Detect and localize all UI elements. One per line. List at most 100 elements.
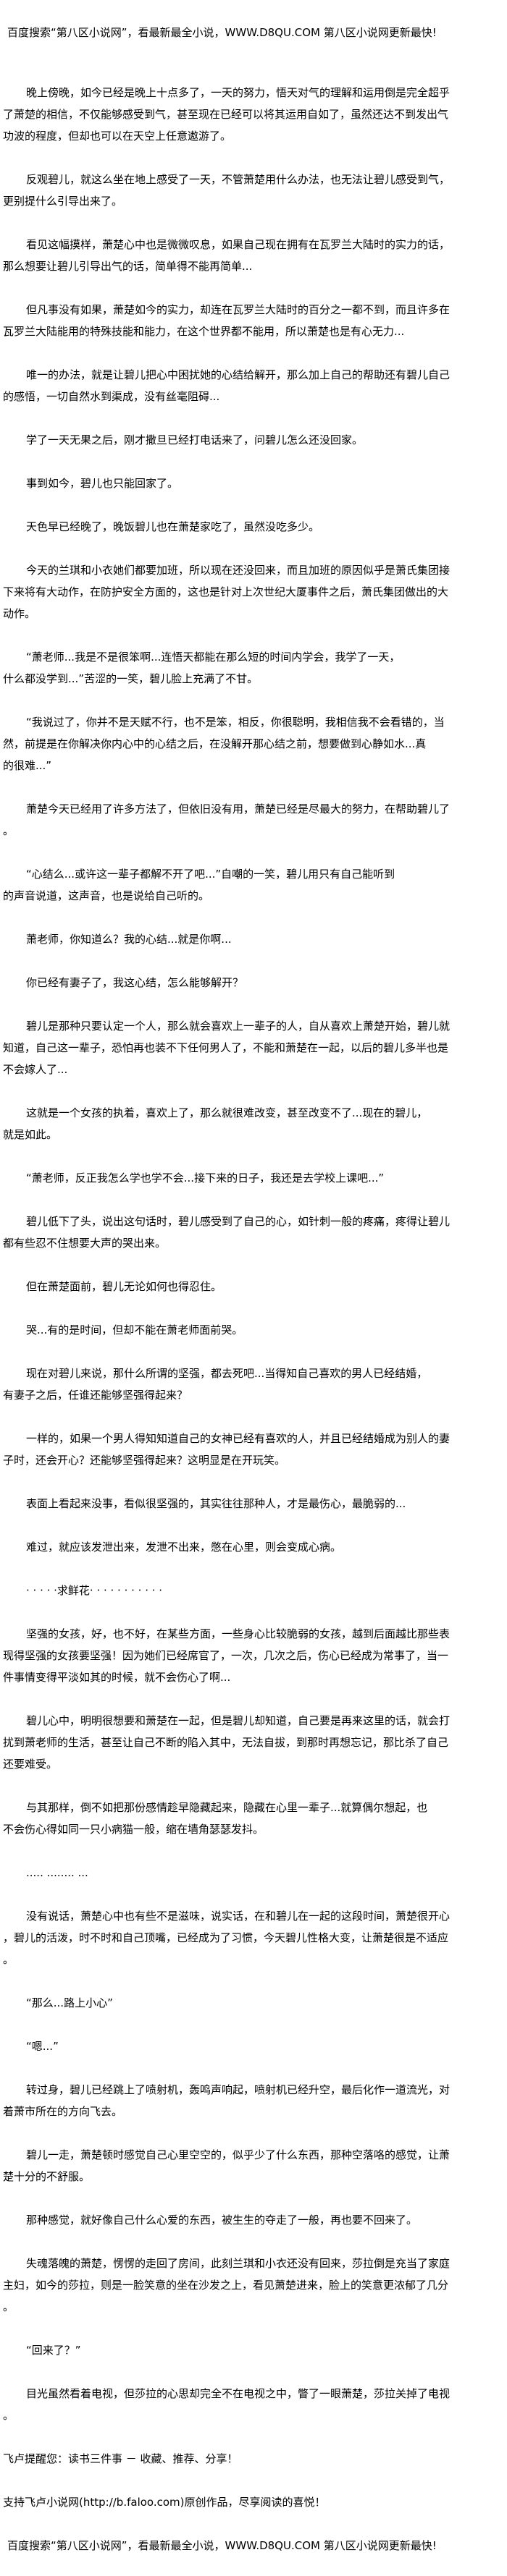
- text-line: 件事情变得平淡如其的时候，就不会伤心了啊...: [3, 1671, 231, 1684]
- text-line: 碧儿低下了头，说出这句话时，碧儿感受到了自己的心，如针刺一般的疼痛，疼得让碧儿: [26, 1215, 451, 1228]
- text-line: 坚强的女孩，好，也不好，在某些方面，一些身心比较脆弱的女孩，越到后面越比那些表: [26, 1627, 451, 1640]
- text-line: 哭...有的是时间，但却不能在萧老师面前哭。: [26, 1323, 243, 1336]
- text-line: ..... ........ ...: [26, 1866, 88, 1879]
- text-line: 唯一的办法，就是让碧儿把心中困扰她的心结给解开，那么加上自己的帮助还有碧儿自己: [26, 368, 451, 381]
- text-line: 萧楚今天已经用了许多方法了，但依旧没有用，萧楚已经是尽最大的努力，在帮助碧儿了: [26, 802, 451, 815]
- paragraph: 与其那样，倒不如把那份感情趁早隐藏起来，隐藏在心里一辈子...就算偶尔想起，也不…: [3, 1797, 506, 1840]
- paragraph: 转过身，碧儿已经跳上了喷射机，轰鸣声响起，喷射机已经升空，最后化作一道流光，对着…: [3, 2079, 506, 2122]
- paragraph: “心结么...或许这一辈子都解不开了吧...”自嘲的一笑，碧儿用只有自己能听到的…: [3, 863, 506, 907]
- text-line: 碧儿心中，明明很想要和萧楚在一起，但是碧儿却知道，自己要是再来这里的话，就会打: [26, 1714, 451, 1727]
- text-line: 反观碧儿，就这么坐在地上感受了一天，不管萧楚用什么办法，也无法让碧儿感受到气，: [26, 173, 451, 186]
- text-line: 但凡事没有如果，萧楚如今的实力，却连在瓦罗兰大陆时的百分之一都不到，而且许多在: [26, 303, 451, 316]
- text-line: 那种感觉，就好像自己什么心爱的东西，被生生的夺走了一般，再也要不回来了。: [26, 2213, 418, 2227]
- text-line: 事到如今，碧儿也只能回家了。: [26, 477, 179, 490]
- text-line: 表面上看起来没事，看似很坚强的，其实往往那种人，才是最伤心，最脆弱的...: [26, 1497, 406, 1510]
- paragraph: 萧楚今天已经用了许多方法了，但依旧没有用，萧楚已经是尽最大的努力，在帮助碧儿了。: [3, 798, 506, 842]
- text-line: 子时，还会开心？还能够坚强得起来？这明显是在开玩笑。: [3, 1454, 286, 1467]
- paragraph: 坚强的女孩，好，也不好，在某些方面，一些身心比较脆弱的女孩，越到后面越比那些表现…: [3, 1623, 506, 1688]
- paragraph: · · · · ·求鲜花· · · · · · · · · · ·: [3, 1580, 506, 1601]
- paragraph: 反观碧儿，就这么坐在地上感受了一天，不管萧楚用什么办法，也无法让碧儿感受到气， 更…: [3, 169, 506, 212]
- text-line: 瓦罗兰大陆能用的特殊技能和能力，在这个世界都不能用，所以萧楚也是有心无力...: [3, 325, 405, 338]
- paragraph: 没有说话，萧楚心中也有些不是滋味，说实话，在和碧儿在一起的这段时间，萧楚很开心 ，…: [3, 1905, 506, 1970]
- text-line: 什么都没学到...”苦涩的一笑，碧儿脸上充满了不甘。: [3, 672, 259, 685]
- text-line: 萧老师，你知道么？我的心结...就是你啊...: [26, 933, 232, 946]
- paragraph: 失魂落魄的萧楚，愣愣的走回了房间，此刻兰琪和小衣还没有回来，莎拉倒是充当了家庭主…: [3, 2253, 506, 2318]
- paragraph: “嗯...”: [3, 2035, 506, 2057]
- text-line: 碧儿是那种只要认定一个人，那么就会喜欢上一辈子的人，自从喜欢上萧楚开始，碧儿就: [26, 1020, 451, 1033]
- paragraph: 但凡事没有如果，萧楚如今的实力，却连在瓦罗兰大陆时的百分之一都不到，而且许多在瓦…: [3, 299, 506, 342]
- paragraph: 天色早已经晚了，晚饭碧儿也在萧楚家吃了，虽然没吃多少。: [3, 516, 506, 538]
- text-line: 看见这幅摸样，萧楚心中也是微微叹息，如果自己现在拥有在瓦罗兰大陆时的实力的话，: [26, 238, 451, 251]
- text-line: 与其那样，倒不如把那份感情趁早隐藏起来，隐藏在心里一辈子...就算偶尔想起，也: [26, 1801, 428, 1814]
- text-line: 功波的程度，但却也可以在天空上任意遨游了。: [3, 130, 232, 143]
- text-line: 不会伤心得如同一只小病猫一般，缩在墙角瑟瑟发抖。: [3, 1823, 264, 1836]
- text-line: 现得坚强的女孩要坚强！因为她们已经席官了，一次，几次之后，伤心已经成为常事了，当…: [3, 1649, 449, 1662]
- text-line: 。: [3, 824, 14, 837]
- chapter-content: 晚上傍晚，如今已经是晚上十点多了，一天的努力，悟天对气的理解和运用倒是完全超乎了…: [3, 82, 506, 2535]
- text-line: 然，前提是在你解决你内心中的心结之后，在没解开那心结之前，想要做到心静如水...…: [3, 737, 427, 750]
- text-line: 的感悟，一切自然水到渠成，没有丝毫阻碍...: [3, 390, 220, 403]
- text-line: 支持飞卢小说网(http://b.faloo.com)原创作品，尽享阅读的喜悦！: [3, 2496, 326, 2509]
- text-line: ，碧儿的活泼，时不时和自己顶嘴，已经成为了习惯，今天碧儿性格大变，让萧楚很是不适…: [3, 1931, 449, 1944]
- text-line: 没有说话，萧楚心中也有些不是滋味，说实话，在和碧儿在一起的这段时间，萧楚很开心: [26, 1910, 451, 1923]
- paragraph: 碧儿一走，萧楚顿时感觉自己心里空空的，似乎少了什么东西，那种空落咯的感觉，让萧楚…: [3, 2144, 506, 2187]
- text-line: “萧老师，反正我怎么学也学不会...接下来的日子，我还是去学校上课吧...”: [26, 1172, 385, 1185]
- text-line: “我说过了，你并不是天赋不行，也不是笨，相反，你很聪明，我相信我不会看错的，当: [26, 716, 445, 729]
- paragraph: ..... ........ ...: [3, 1862, 506, 1884]
- text-line: 这就是一个女孩的执着，喜欢上了，那么就很难改变，甚至改变不了...现在的碧儿，: [26, 1106, 428, 1119]
- paragraph: “回来了？”: [3, 2339, 506, 2361]
- paragraph: 看见这幅摸样，萧楚心中也是微微叹息，如果自己现在拥有在瓦罗兰大陆时的实力的话， 那…: [3, 234, 506, 277]
- text-line: 动作。: [3, 607, 36, 620]
- text-line: 不会嫁人了...: [3, 1063, 68, 1076]
- paragraph: 唯一的办法，就是让碧儿把心中困扰她的心结给解开，那么加上自己的帮助还有碧儿自己的…: [3, 364, 506, 407]
- text-line: 那么想要让碧儿引导出气的话，简单得不能再简单...: [3, 260, 253, 273]
- paragraph: 碧儿心中，明明很想要和萧楚在一起，但是碧儿却知道，自己要是再来这里的话，就会打扰…: [3, 1710, 506, 1775]
- paragraph: 飞卢提醒您：读书三件事 － 收藏、推荐、分享！: [3, 2448, 506, 2470]
- text-line: 转过身，碧儿已经跳上了喷射机，轰鸣声响起，喷射机已经升空，最后化作一道流光，对: [26, 2083, 451, 2096]
- text-line: 但在萧楚面前，碧儿无论如何也得忍住。: [26, 1280, 222, 1293]
- text-line: 失魂落魄的萧楚，愣愣的走回了房间，此刻兰琪和小衣还没有回来，莎拉倒是充当了家庭: [26, 2257, 451, 2270]
- paragraph: 支持飞卢小说网(http://b.faloo.com)原创作品，尽享阅读的喜悦！: [3, 2491, 506, 2513]
- paragraph: 萧老师，你知道么？我的心结...就是你啊...: [3, 928, 506, 950]
- paragraph: 表面上看起来没事，看似很坚强的，其实往往那种人，才是最伤心，最脆弱的...: [3, 1493, 506, 1514]
- text-line: 。: [3, 1953, 14, 1966]
- paragraph: 今天的兰琪和小衣她们都要加班，所以现在还没回来，而且加班的原因似乎是萧氏集团接下…: [3, 559, 506, 624]
- paragraph: 哭...有的是时间，但却不能在萧老师面前哭。: [3, 1319, 506, 1341]
- text-line: “心结么...或许这一辈子都解不开了吧...”自嘲的一笑，碧儿用只有自己能听到: [26, 868, 395, 881]
- paragraph: “萧老师，反正我怎么学也学不会...接下来的日子，我还是去学校上课吧...”: [3, 1167, 506, 1189]
- paragraph: 难过，就应该发泄出来，发泄不出来，憋在心里，则会变成心病。: [3, 1536, 506, 1558]
- text-line: 有妻子之后，任谁还能够坚强得起来？: [3, 1389, 188, 1402]
- text-line: 的声音说道，这声音，也是说给自己听的。: [3, 889, 210, 902]
- text-line: 今天的兰琪和小衣她们都要加班，所以现在还没回来，而且加班的原因似乎是萧氏集团接: [26, 564, 451, 577]
- paragraph: 一样的，如果一个男人得知知道自己的女神已经有喜欢的人，并且已经结婚成为别人的妻子…: [3, 1428, 506, 1471]
- text-line: “萧老师...我是不是很笨啊...连悟天都能在那么短的时间内学会，我学了一天，: [26, 651, 401, 664]
- paragraph: 晚上傍晚，如今已经是晚上十点多了，一天的努力，悟天对气的理解和运用倒是完全超乎了…: [3, 82, 506, 147]
- paragraph: 事到如今，碧儿也只能回家了。: [3, 473, 506, 494]
- site-banner-top: 百度搜索“第八区小说网”，看最新最全小说，WWW.D8QU.COM 第八区小说网…: [7, 26, 437, 39]
- text-line: “回来了？”: [26, 2344, 81, 2357]
- paragraph: 目光虽然看着电视，但莎拉的心思却完全不在电视之中，瞥了一眼萧楚，莎拉关掉了电视。: [3, 2383, 506, 2426]
- text-line: 楚十分的不舒服。: [3, 2170, 91, 2183]
- text-line: 着萧市所在的方向飞去。: [3, 2105, 123, 2118]
- text-line: “嗯...”: [26, 2040, 59, 2053]
- text-line: 目光虽然看着电视，但莎拉的心思却完全不在电视之中，瞥了一眼萧楚，莎拉关掉了电视: [26, 2387, 451, 2400]
- text-line: 都有些忍不住想要大声的哭出来。: [3, 1237, 167, 1250]
- text-line: 你已经有妻子了，我这心结，怎么能够解开？: [26, 976, 244, 989]
- text-line: 飞卢提醒您：读书三件事 － 收藏、推荐、分享！: [3, 2452, 238, 2465]
- text-line: 了萧楚的相信，不仅能够感受到气，甚至现在已经可以将其运用自如了，虽然还达不到发出…: [3, 108, 449, 121]
- text-line: 下来将有大动作，在防护安全方面的，这也是针对上次世纪大厦事件之后，萧氏集团做出的…: [3, 585, 449, 598]
- paragraph: 这就是一个女孩的执着，喜欢上了，那么就很难改变，甚至改变不了...现在的碧儿，就…: [3, 1102, 506, 1145]
- text-line: 现在对碧儿来说，那什么所谓的坚强，都去死吧...当得知自己喜欢的男人已经结婚，: [26, 1367, 428, 1380]
- text-line: 还要难受。: [3, 1758, 58, 1771]
- text-line: “那么...路上小心”: [26, 1996, 113, 2009]
- text-line: 知道，自己这一辈子，恐怕再也装不下任何男人了，不能和萧楚在一起，以后的碧儿多半也…: [3, 1041, 449, 1054]
- text-line: 扰到萧老师的生活，甚至让自己不断的陷入其中，无法自拔，到那时再想忘记，那比杀了自…: [3, 1736, 449, 1749]
- text-line: 学了一天无果之后，刚才撒旦已经打电话来了，问碧儿怎么还没回家。: [26, 433, 364, 446]
- text-line: 的很难...”: [3, 759, 52, 772]
- paragraph: “我说过了，你并不是天赋不行，也不是笨，相反，你很聪明，我相信我不会看错的，当然…: [3, 711, 506, 776]
- paragraph: 现在对碧儿来说，那什么所谓的坚强，都去死吧...当得知自己喜欢的男人已经结婚， 有…: [3, 1363, 506, 1406]
- text-line: 。: [3, 2409, 14, 2422]
- paragraph: “萧老师...我是不是很笨啊...连悟天都能在那么短的时间内学会，我学了一天， 什…: [3, 646, 506, 690]
- text-line: 更别提什么引导出来了。: [3, 195, 123, 208]
- text-line: 天色早已经晚了，晚饭碧儿也在萧楚家吃了，虽然没吃多少。: [26, 520, 320, 533]
